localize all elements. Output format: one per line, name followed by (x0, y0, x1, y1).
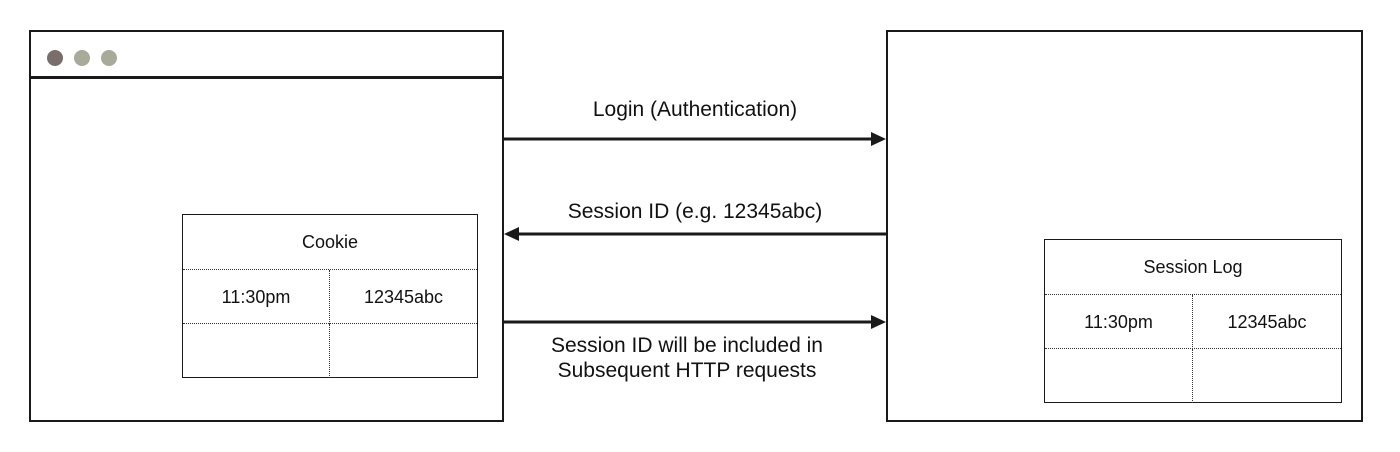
browser-window: Cookie 11:30pm 12345abc (29, 30, 504, 422)
cookie-table-title: Cookie (301, 231, 359, 252)
table-row: 11:30pm 12345abc (1045, 294, 1341, 349)
session-log-time-cell: 11:30pm (1045, 295, 1193, 349)
window-dot-1 (47, 50, 63, 66)
cookie-time-cell: 11:30pm (183, 270, 330, 324)
window-dot-2 (74, 50, 90, 66)
login-arrow (504, 132, 886, 146)
session-log-table: Session Log 11:30pm 12345abc (1044, 239, 1342, 403)
session-log-session-id-cell: 12345abc (1227, 311, 1307, 332)
browser-titlebar-divider (31, 76, 502, 79)
table-row (1045, 348, 1341, 403)
window-dot-3 (101, 50, 117, 66)
table-row (183, 323, 477, 378)
login-label: Login (Authentication) (592, 98, 798, 121)
server-box: Session Log 11:30pm 12345abc (886, 30, 1363, 422)
session-id-arrow (504, 227, 886, 241)
cookie-session-id-cell: 12345abc (363, 286, 444, 307)
session-log-time-cell (1045, 349, 1193, 403)
session-log-title: Session Log (1143, 256, 1243, 277)
cookie-time-cell (183, 324, 330, 378)
subsequent-requests-arrow (504, 315, 886, 329)
table-row: 11:30pm 12345abc (183, 269, 477, 324)
subsequent-requests-label-line2: Subsequent HTTP requests (557, 359, 817, 382)
subsequent-requests-label-line1: Session ID will be included in (551, 334, 823, 357)
cookie-table: Cookie 11:30pm 12345abc (182, 214, 478, 378)
session-id-label: Session ID (e.g. 12345abc) (567, 200, 823, 223)
